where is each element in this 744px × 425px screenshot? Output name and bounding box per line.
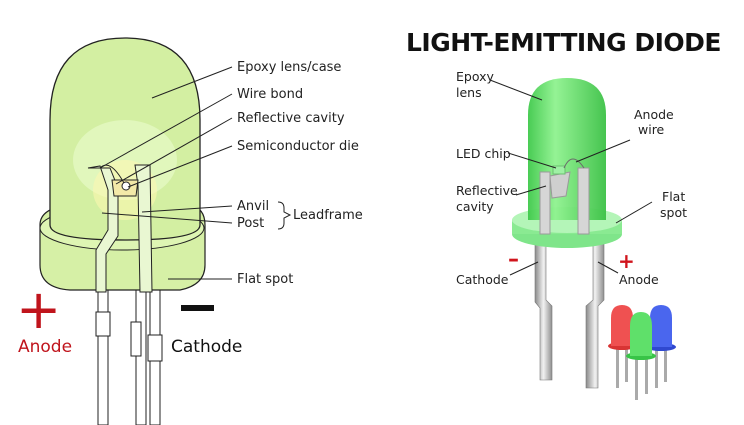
label-leadframe: Leadframe [293, 208, 363, 223]
label-cavity: cavity [456, 199, 494, 214]
mini-led-trio [608, 305, 676, 400]
left-leader-lines [99, 66, 292, 280]
label-anode-wire-1: Anode [634, 107, 674, 122]
label-epoxy-lens-case: Epoxy lens/case [237, 60, 341, 75]
label-cathode-right: Cathode [456, 272, 509, 287]
label-anvil: Anvil [237, 199, 269, 214]
label-reflective-cavity: Reflective cavity [237, 111, 345, 126]
label-wire-bond: Wire bond [237, 87, 303, 102]
plus-symbol: + [16, 278, 61, 341]
right-led-diagram: Epoxy lens Anode wire LED chip Reflectiv… [456, 69, 687, 389]
right-plus-symbol: + [618, 249, 635, 273]
label-flat-spot: Flat spot [237, 272, 293, 287]
label-epoxy: Epoxy [456, 69, 494, 84]
label-spot: spot [660, 205, 687, 220]
mini-led-blue [646, 305, 676, 388]
left-led-legs [95, 289, 163, 425]
label-anode-right: Anode [619, 272, 659, 287]
label-reflective: Reflective [456, 183, 518, 198]
label-led-chip: LED chip [456, 146, 511, 161]
right-minus-symbol: – [508, 247, 519, 272]
label-post: Post [237, 216, 264, 231]
label-flat: Flat [662, 189, 685, 204]
label-anode-left: Anode [18, 337, 72, 357]
right-led-cathode-leg [534, 239, 553, 381]
label-lens: lens [456, 85, 482, 100]
left-led-leadframe [87, 164, 153, 293]
mini-led-green [626, 312, 656, 400]
mini-led-red [608, 305, 636, 388]
label-anode-wire-2: wire [638, 122, 665, 137]
right-leader-lines [489, 79, 653, 276]
label-semiconductor-die: Semiconductor die [237, 139, 359, 154]
minus-symbol [181, 305, 214, 311]
left-led-diagram: Epoxy lens/case Wire bond Reflective cav… [16, 37, 363, 425]
right-title: LIGHT-EMITTING DIODE [406, 28, 721, 57]
label-cathode-left: Cathode [171, 337, 242, 357]
right-led-anode-leg [585, 239, 605, 389]
